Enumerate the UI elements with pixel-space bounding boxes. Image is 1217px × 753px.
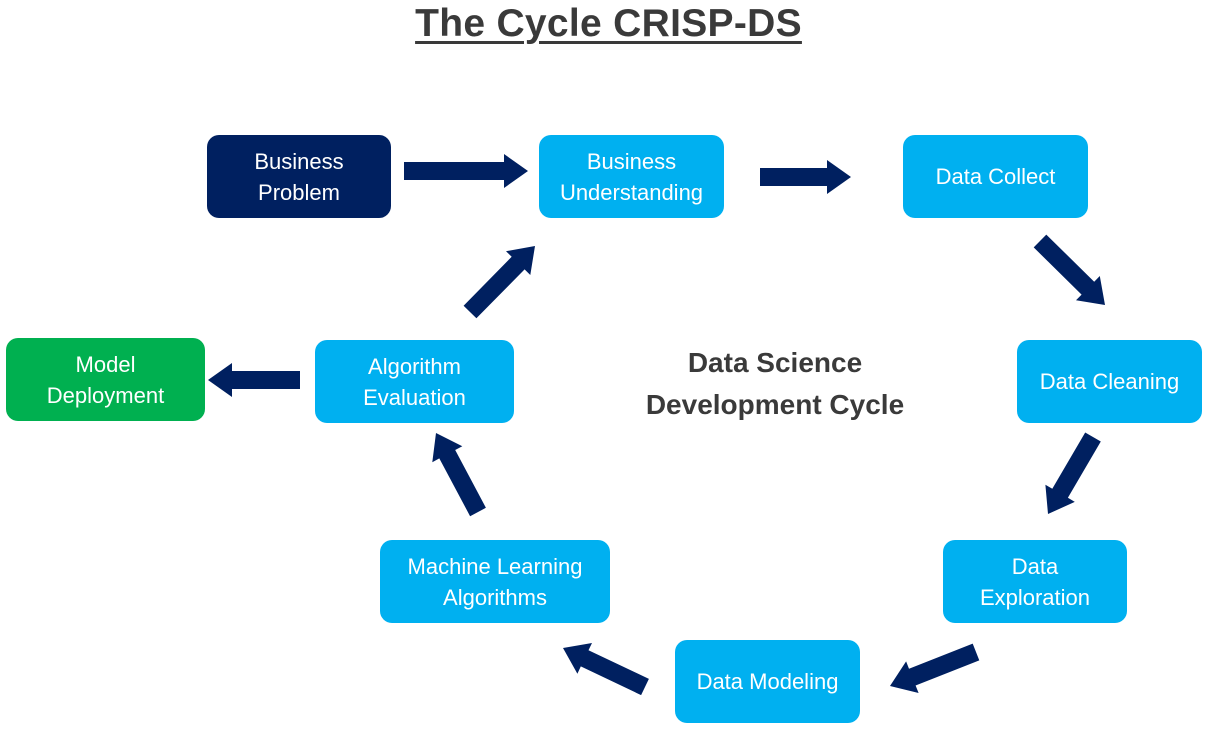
center-label-line: Development Cycle — [645, 389, 905, 420]
node-data-exploration: Data Exploration — [943, 540, 1127, 623]
node-machine-learning-algorithms: Machine Learning Algorithms — [380, 540, 610, 623]
node-label: Evaluation — [363, 384, 466, 410]
arrow-problem-to-understanding — [404, 154, 528, 188]
node-label: Problem — [258, 179, 340, 205]
node-label: Algorithm — [368, 353, 461, 379]
node-business-understanding: Business Understanding — [539, 135, 724, 218]
arrow-cleaning-to-exploration — [1045, 432, 1101, 514]
node-data-collect: Data Collect — [903, 135, 1088, 218]
node-label: Exploration — [979, 584, 1091, 610]
node-model-deployment: Model Deployment — [6, 338, 205, 421]
node-label: Understanding — [559, 179, 704, 205]
node-label: Model — [75, 351, 136, 377]
node-label: Data Cleaning — [1039, 369, 1180, 394]
node-algorithm-evaluation: Algorithm Evaluation — [315, 340, 514, 423]
arrow-evaluation-to-understanding — [463, 246, 535, 319]
diagram-title: The Cycle CRISP-DS — [415, 2, 802, 45]
node-label: Data — [1011, 553, 1059, 579]
node-data-modeling: Data Modeling — [675, 640, 860, 723]
node-label: Deployment — [46, 382, 165, 408]
node-data-cleaning: Data Cleaning — [1017, 340, 1202, 423]
node-label: Data Collect — [935, 164, 1056, 189]
node-label: Algorithms — [443, 584, 547, 610]
arrow-understanding-to-collect — [760, 160, 851, 194]
arrow-ml-to-evaluation — [432, 433, 486, 517]
node-label: Machine Learning — [407, 553, 583, 579]
node-business-problem: Business Problem — [207, 135, 391, 218]
node-label: Business — [254, 148, 344, 174]
node-label: Business — [586, 148, 677, 174]
node-label: Data Modeling — [696, 669, 839, 694]
arrow-evaluation-to-deployment — [208, 363, 300, 397]
center-label-line: Data Science — [687, 347, 863, 378]
arrow-modeling-to-ml — [563, 643, 649, 696]
center-label: Data Science Development Cycle — [615, 342, 935, 426]
arrow-exploration-to-modeling — [890, 643, 980, 693]
arrow-collect-to-cleaning — [1033, 234, 1105, 305]
